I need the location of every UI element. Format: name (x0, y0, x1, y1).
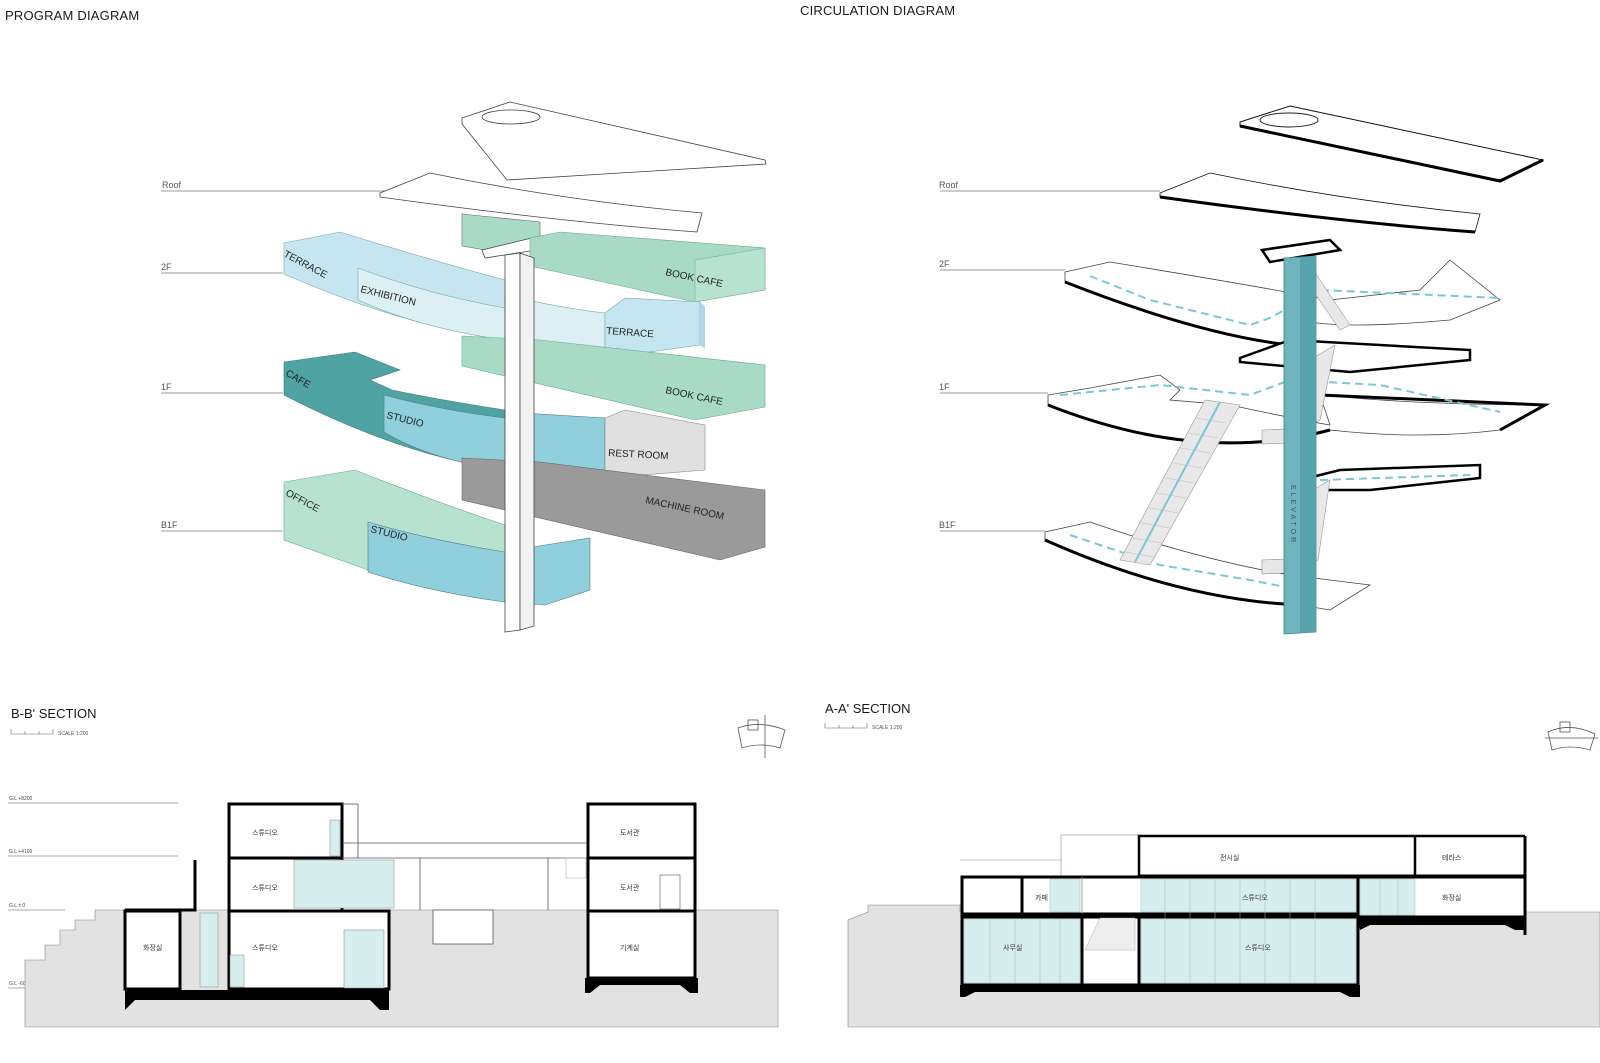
section-bb-title: B-B' SECTION (11, 706, 97, 721)
section-aa-scale: SCALE 1:200 (872, 725, 903, 731)
level-2f: 2F (161, 262, 172, 272)
label-rest-room: REST ROOM (608, 448, 669, 462)
circ-level-2f: 2F (939, 259, 950, 269)
bb-room-studio-top: 스튜디오 (252, 828, 278, 837)
program-diagram: Roof 2F 1F B1F BOOK CAFE TERRACE EXHIBIT… (161, 101, 767, 633)
circ-level-b1f: B1F (939, 520, 956, 530)
label-elevator: ELEVATOR (1289, 485, 1296, 545)
aa-room-exhibition: 전시실 (1220, 853, 1239, 862)
aa-room-studio-lower: 스튜디오 (1245, 943, 1271, 952)
bb-room-library-top: 도서관 (620, 828, 640, 837)
level-b1f: B1F (161, 520, 178, 530)
aa-room-cafe: 카페 (1035, 893, 1048, 902)
level-1f: 1F (161, 382, 172, 392)
bb-room-library-mid: 도서관 (620, 883, 640, 892)
aa-room-toilet: 화장실 (1442, 893, 1461, 902)
section-aa-title: A-A' SECTION (825, 701, 911, 716)
bb-room-studio-mid: 스튜디오 (252, 883, 278, 892)
section-aa: 전시실 테라스 카페 스튜디오 화장실 사무실 스튜디오 (824, 721, 1600, 1028)
program-diagram-title: PROGRAM DIAGRAM (5, 8, 140, 23)
bb-room-toilet: 화장실 (143, 943, 162, 952)
section-bb-scale: SCALE 1:200 (58, 731, 89, 737)
circulation-diagram-title: CIRCULATION DIAGRAM (800, 3, 956, 18)
circulation-diagram: Roof 2F 1F B1F (939, 105, 1551, 635)
section-bb: G.L +8200 G.L +4100 G.L ± 0 G.L -6000 (8, 715, 786, 1028)
gl-mark-0: G.L ± 0 (9, 903, 25, 909)
gl-mark-8200: G.L +8200 (9, 796, 33, 802)
aa-room-terrace: 테라스 (1442, 853, 1462, 862)
gl-mark-minus6000: G.L -6000 (9, 981, 31, 987)
level-roof: Roof (162, 180, 182, 190)
aa-room-office: 사무실 (1003, 943, 1022, 952)
circ-level-roof: Roof (939, 180, 959, 190)
label-terrace-2f-right: TERRACE (606, 326, 655, 340)
gl-mark-4100: G.L +4100 (9, 849, 33, 855)
aa-room-studio-upper: 스튜디오 (1242, 893, 1268, 902)
bb-room-machine: 기계실 (620, 943, 639, 952)
bb-room-studio-low: 스튜디오 (252, 943, 278, 952)
circ-level-1f: 1F (939, 382, 950, 392)
